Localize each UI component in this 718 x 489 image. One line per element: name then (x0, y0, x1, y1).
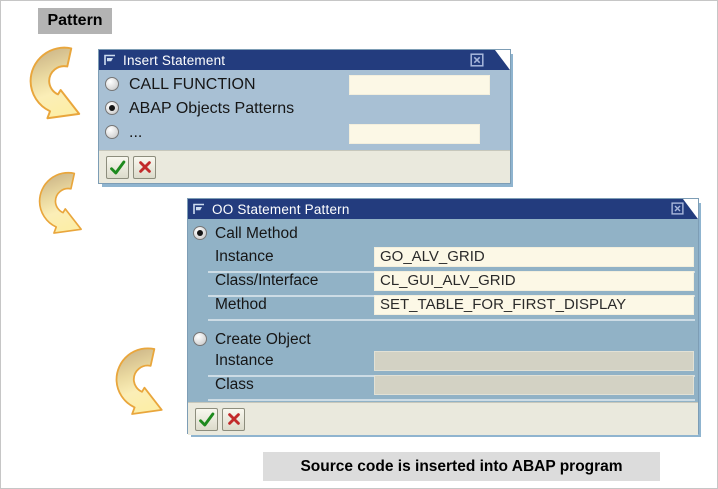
oo-statement-pattern-dialog: OO Statement Pattern Call Method Instanc… (187, 198, 699, 435)
insert-statement-dialog: Insert Statement CALL FUNCTION ABAP Obje… (98, 49, 511, 184)
curved-arrow-icon (13, 44, 103, 128)
instance-input[interactable]: GO_ALV_GRID (374, 247, 694, 267)
option-row-abap-objects: ABAP Objects Patterns (105, 99, 506, 121)
radio-other[interactable] (105, 125, 119, 139)
dialog-body: Call Method Instance GO_ALV_GRID Class/I… (188, 219, 698, 402)
green-checkmark-icon (198, 411, 215, 428)
close-icon[interactable] (470, 53, 484, 67)
field-row-create-instance: Instance (208, 351, 695, 377)
pattern-label: Pattern (38, 8, 112, 34)
field-label: Class (215, 376, 254, 393)
curved-arrow-icon (29, 167, 97, 244)
option-label: ABAP Objects Patterns (129, 100, 295, 117)
field-row-method: Method SET_TABLE_FOR_FIRST_DISPLAY (208, 295, 695, 321)
confirm-button[interactable] (195, 407, 218, 431)
dialog-footer (188, 402, 698, 435)
option-row-create-object: Create Object (193, 330, 694, 350)
red-x-icon (226, 411, 242, 427)
confirm-button[interactable] (106, 155, 129, 179)
other-input[interactable] (349, 124, 480, 144)
red-x-icon (137, 159, 153, 175)
dialog-title: OO Statement Pattern (212, 201, 350, 217)
create-class-input[interactable] (374, 375, 694, 395)
field-label: Class/Interface (215, 272, 319, 289)
option-row-call-method: Call Method (193, 224, 694, 244)
field-label: Instance (215, 352, 274, 369)
dialog-titlebar[interactable]: Insert Statement (99, 50, 510, 70)
field-row-create-class: Class (208, 375, 695, 401)
radio-call-method[interactable] (193, 226, 207, 240)
dialog-title: Insert Statement (123, 52, 226, 68)
option-label: Create Object (215, 331, 311, 348)
option-row-call-function: CALL FUNCTION (105, 75, 506, 97)
field-label: Instance (215, 248, 274, 265)
class-interface-input[interactable]: CL_GUI_ALV_GRID (374, 271, 694, 291)
dialog-footer (99, 150, 510, 183)
field-label: Method (215, 296, 267, 313)
dialog-body: CALL FUNCTION ABAP Objects Patterns ... (99, 70, 510, 150)
option-row-other: ... (105, 123, 506, 145)
create-instance-input[interactable] (374, 351, 694, 371)
curved-arrow-icon (105, 338, 179, 430)
cancel-button[interactable] (222, 407, 245, 431)
cancel-button[interactable] (133, 155, 156, 179)
corner-cut (683, 199, 698, 219)
radio-create-object[interactable] (193, 332, 207, 346)
corner-cut (495, 50, 510, 70)
radio-call-function[interactable] (105, 77, 119, 91)
call-function-input[interactable] (349, 75, 490, 95)
figure-caption: Source code is inserted into ABAP progra… (263, 452, 660, 481)
dialog-flag-icon (103, 53, 117, 67)
option-label: ... (129, 124, 143, 141)
option-label: CALL FUNCTION (129, 76, 256, 93)
field-row-instance: Instance GO_ALV_GRID (208, 247, 695, 273)
green-checkmark-icon (109, 159, 126, 176)
field-row-class-interface: Class/Interface CL_GUI_ALV_GRID (208, 271, 695, 297)
option-label: Call Method (215, 225, 298, 242)
method-input[interactable]: SET_TABLE_FOR_FIRST_DISPLAY (374, 295, 694, 315)
radio-abap-objects-patterns[interactable] (105, 101, 119, 115)
dialog-titlebar[interactable]: OO Statement Pattern (188, 199, 698, 219)
dialog-flag-icon (192, 202, 206, 216)
